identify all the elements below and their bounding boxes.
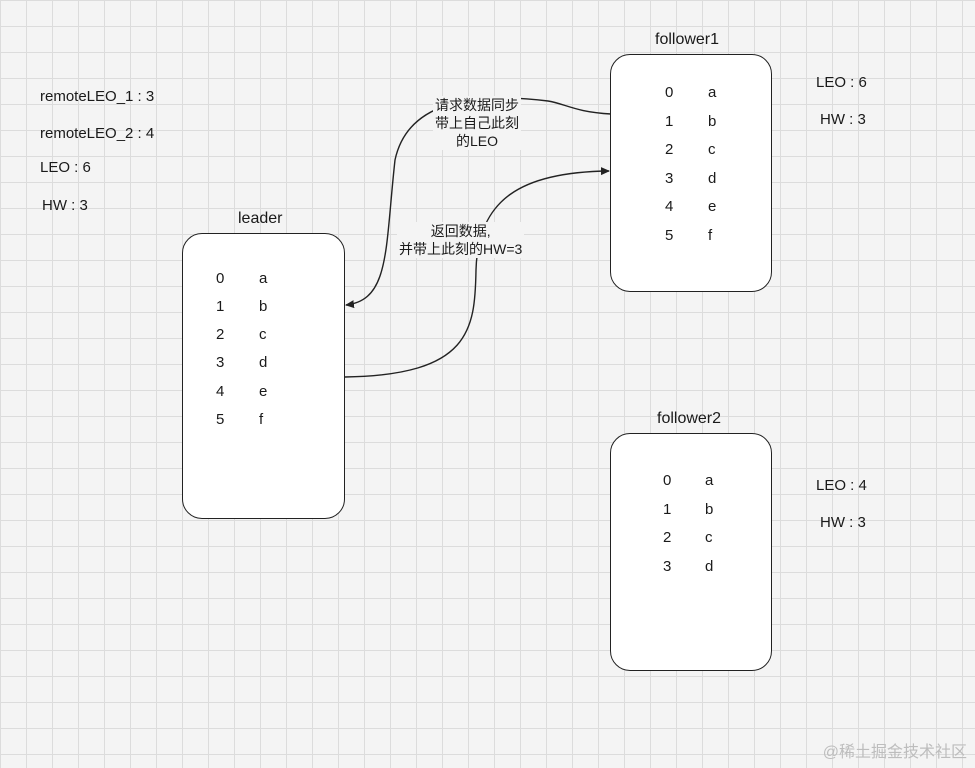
log-entry: 4 e bbox=[611, 198, 771, 218]
log-index: 0 bbox=[665, 84, 674, 101]
log-index: 3 bbox=[665, 170, 674, 187]
log-index: 4 bbox=[665, 198, 674, 215]
edge-label-fetch-request: 请求数据同步 带上自己此刻 的LEO bbox=[433, 96, 521, 150]
log-value: b bbox=[708, 113, 717, 130]
log-entry: 2 c bbox=[611, 529, 771, 549]
leader-hw-label: HW : 3 bbox=[42, 197, 88, 214]
follower1-node: 0 a 1 b 2 c 3 d 4 e 5 f bbox=[610, 54, 772, 292]
log-entry: 4 e bbox=[183, 383, 344, 403]
log-entry: 1 b bbox=[183, 298, 344, 318]
log-index: 1 bbox=[665, 113, 674, 130]
edge-label-line: 的LEO bbox=[455, 133, 498, 149]
log-index: 2 bbox=[663, 529, 672, 546]
log-value: b bbox=[705, 501, 714, 518]
follower2-node: 0 a 1 b 2 c 3 d bbox=[610, 433, 772, 671]
log-value: c bbox=[705, 529, 713, 546]
log-entry: 1 b bbox=[611, 113, 771, 133]
leader-leo-label: LEO : 6 bbox=[40, 159, 91, 176]
edge-label-line: 返回数据, bbox=[430, 223, 491, 239]
edge-fetch-response bbox=[344, 167, 610, 378]
log-value: e bbox=[259, 383, 268, 400]
edge-fetch-request bbox=[345, 97, 612, 309]
log-entry: 1 b bbox=[611, 501, 771, 521]
log-index: 1 bbox=[216, 298, 225, 315]
log-value: a bbox=[708, 84, 717, 101]
log-value: f bbox=[259, 411, 264, 428]
remote-leo-2-label: remoteLEO_2 : 4 bbox=[40, 125, 155, 142]
follower1-leo-label: LEO : 6 bbox=[816, 74, 867, 91]
log-value: d bbox=[259, 354, 268, 371]
log-index: 4 bbox=[216, 383, 225, 400]
log-entry: 2 c bbox=[611, 141, 771, 161]
leader-title: leader bbox=[238, 210, 283, 227]
log-index: 5 bbox=[216, 411, 225, 428]
log-index: 3 bbox=[663, 558, 672, 575]
edge-label-line: 请求数据同步 bbox=[435, 97, 519, 113]
log-entry: 0 a bbox=[611, 84, 771, 104]
log-value: d bbox=[708, 170, 717, 187]
log-entry: 2 c bbox=[183, 326, 344, 346]
log-entry: 5 f bbox=[611, 227, 771, 247]
log-entry: 3 d bbox=[611, 558, 771, 578]
follower1-hw-label: HW : 3 bbox=[820, 111, 866, 128]
follower2-leo-label: LEO : 4 bbox=[816, 477, 867, 494]
log-entry: 3 d bbox=[611, 170, 771, 190]
log-entry: 0 a bbox=[611, 472, 771, 492]
log-value: d bbox=[705, 558, 714, 575]
follower2-title: follower2 bbox=[657, 410, 722, 427]
log-value: a bbox=[705, 472, 714, 489]
log-value: e bbox=[708, 198, 717, 215]
log-entry: 5 f bbox=[183, 411, 344, 431]
log-value: f bbox=[708, 227, 713, 244]
log-index: 0 bbox=[216, 270, 225, 287]
log-entry: 0 a bbox=[183, 270, 344, 290]
log-index: 5 bbox=[665, 227, 674, 244]
follower1-title: follower1 bbox=[655, 31, 720, 48]
remote-leo-1-label: remoteLEO_1 : 3 bbox=[40, 88, 155, 105]
log-index: 2 bbox=[216, 326, 225, 343]
edge-label-fetch-response: 返回数据, 并带上此刻的HW=3 bbox=[397, 222, 525, 258]
follower2-hw-label: HW : 3 bbox=[820, 514, 866, 531]
log-value: c bbox=[259, 326, 267, 343]
leader-node: 0 a 1 b 2 c 3 d 4 e 5 f bbox=[182, 233, 345, 519]
log-value: a bbox=[259, 270, 268, 287]
log-value: b bbox=[259, 298, 268, 315]
log-index: 2 bbox=[665, 141, 674, 158]
edge-label-line: 并带上此刻的HW=3 bbox=[399, 241, 523, 257]
log-index: 0 bbox=[663, 472, 672, 489]
edge-label-line: 带上自己此刻 bbox=[435, 115, 519, 131]
log-index: 3 bbox=[216, 354, 225, 371]
log-value: c bbox=[708, 141, 716, 158]
log-index: 1 bbox=[663, 501, 672, 518]
watermark: @稀土掘金技术社区 bbox=[822, 744, 967, 761]
log-entry: 3 d bbox=[183, 354, 344, 374]
